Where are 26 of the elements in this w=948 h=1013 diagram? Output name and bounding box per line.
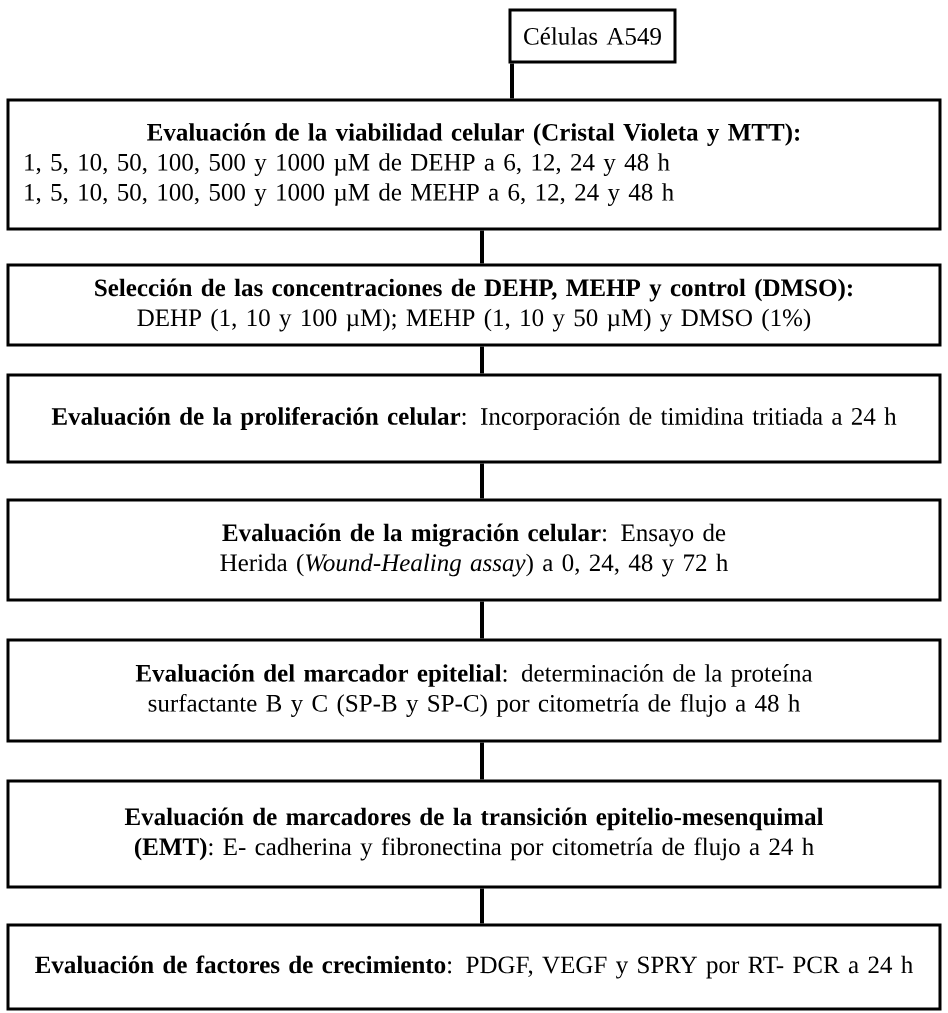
connector-line xyxy=(480,463,484,499)
box-text: Evaluación de la proliferación celular: Incorporación de timidina tritiada a 24 h xyxy=(51,407,897,430)
process-box xyxy=(6,373,942,464)
connector-line xyxy=(510,63,514,99)
box-text: Evaluación del marcador epitelial: determinación de la proteína surfactante B y C (SP-B y SP-C) por citometría de flujo a 48 h xyxy=(135,664,813,717)
connector-line xyxy=(480,888,484,924)
box-text: DEHP (1, 10 y 100 µM); MEHP (1, 10 y 50 µM) y DMSO (1%) xyxy=(137,308,811,332)
process-box xyxy=(6,98,942,231)
connector-line xyxy=(480,742,484,780)
connector-line xyxy=(480,230,484,264)
process-box xyxy=(6,263,942,347)
box-text: Evaluación de la migración celular: Ensayo de Herida (Wound-Healing assay) a 0, 24, 48 y 72 h xyxy=(220,523,728,577)
process-box xyxy=(6,779,942,889)
box-text: 1, 5, 10, 50, 100, 500 y 1000 µM de DEHP a 6, 12, 24 y 48 h xyxy=(25,153,670,176)
box-heading: Evaluación de la viabilidad celular (Cristal Violeta y MTT): xyxy=(147,123,800,146)
process-box xyxy=(6,923,942,1011)
process-box xyxy=(6,498,942,602)
box-text: Evaluación de marcadores de la transición epitelio-mesenquimal (EMT): E- cadherina y fibronectina por citometría de flujo a 24 h xyxy=(124,807,824,861)
connector-line xyxy=(480,346,484,374)
box-text: 1, 5, 10, 50, 100, 500 y 1000 µM de MEHP a 6, 12, 24 y 48 h xyxy=(25,183,674,206)
process-box xyxy=(508,8,677,64)
box-text: Células A549 xyxy=(524,27,661,45)
box-heading: Selección de las concentraciones de DEHP, MEHP y control (DMSO): xyxy=(95,278,852,302)
process-box xyxy=(6,638,942,743)
connector-line xyxy=(480,601,484,639)
box-text: Evaluación de factores de crecimiento: PDGF, VEGF y SPRY por RT- PCR a 24 h xyxy=(35,955,913,979)
